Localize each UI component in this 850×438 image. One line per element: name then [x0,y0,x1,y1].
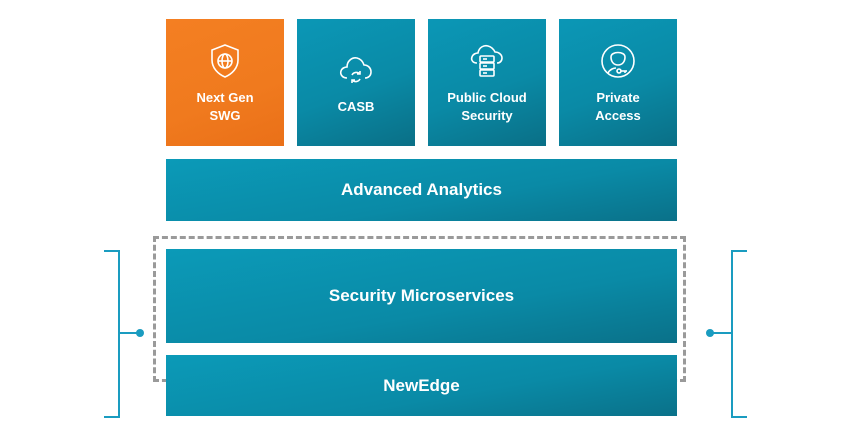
tile-label-line-2: Access [595,107,641,123]
advanced-analytics-layer: Advanced Analytics [166,159,677,221]
newedge-layer: NewEdge [166,355,677,416]
tile-label-line-1: Next Gen [196,89,254,105]
right-bracket-dot [706,329,714,337]
tile-label-line-1: Private [596,89,640,105]
tile-label-line-1: CASB [337,98,375,114]
newedge-label: NewEdge [383,375,460,395]
tile-casb: CASB [297,19,415,146]
right-bracket [706,250,747,418]
cloud-sync-icon [339,56,372,83]
security-microservices-label: Security Microservices [328,286,515,305]
tile-private-access: Private Access [559,19,677,146]
left-bracket-dot [136,329,144,337]
user-key-icon [601,43,635,78]
tile-label-line-2: Security [461,107,513,123]
left-bracket [104,250,144,418]
cloud-server-icon [470,44,503,77]
tile-label-line-1: Public Cloud [447,89,527,105]
tile-public-cloud-security: Public Cloud Security [428,19,546,146]
shield-globe-icon [211,43,239,78]
tile-label-line-2: SWG [209,107,241,123]
tile-next-gen-swg: Next Gen SWG [166,19,284,146]
advanced-analytics-label: Advanced Analytics [341,180,502,199]
security-microservices-layer: Security Microservices [166,249,677,343]
